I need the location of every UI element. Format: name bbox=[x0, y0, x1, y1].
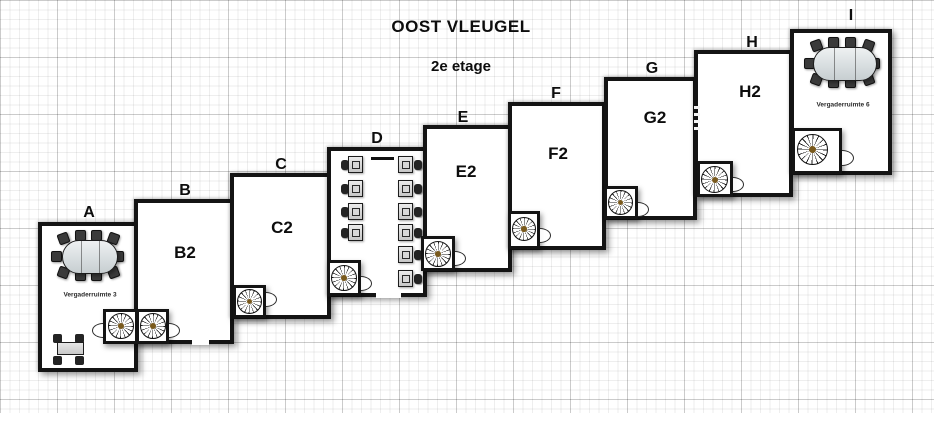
room-number-f2: F2 bbox=[548, 144, 568, 163]
spiral-stair-icon bbox=[512, 217, 536, 241]
desk-with-chair bbox=[398, 203, 413, 220]
desk-with-chair bbox=[348, 180, 363, 197]
desk-with-chair bbox=[348, 203, 363, 220]
chair bbox=[53, 356, 62, 365]
desk-with-chair bbox=[348, 156, 363, 173]
room-label-c: C bbox=[275, 156, 287, 173]
door-gap bbox=[192, 339, 209, 345]
spiral-stair-icon bbox=[108, 313, 134, 339]
desk-with-chair bbox=[398, 156, 413, 173]
spiral-stair-icon bbox=[237, 289, 262, 314]
small-table bbox=[57, 342, 84, 355]
desk-with-chair bbox=[398, 270, 413, 287]
spiral-stair-icon bbox=[425, 241, 451, 267]
bottom-margin bbox=[0, 413, 934, 427]
plan-title: OOST VLEUGEL bbox=[391, 17, 531, 36]
stair-enclosure-f bbox=[508, 211, 540, 249]
spiral-stair-icon bbox=[701, 166, 728, 193]
conference-table bbox=[813, 47, 877, 81]
chair bbox=[341, 160, 349, 170]
room-h bbox=[694, 50, 793, 197]
spiral-stair-icon bbox=[331, 265, 357, 291]
room-label-b: B bbox=[179, 182, 191, 199]
stair-enclosure-c bbox=[233, 285, 266, 318]
room-a-caption: Vergaderruimte 3 bbox=[63, 291, 117, 299]
chair bbox=[414, 207, 422, 217]
desk-with-chair bbox=[348, 224, 363, 241]
room-label-a: A bbox=[83, 204, 95, 221]
wall-opening-dashes bbox=[694, 106, 700, 133]
chair bbox=[53, 334, 62, 343]
room-i-caption: Vergaderruimte 6 bbox=[816, 101, 870, 109]
room-label-g: G bbox=[645, 60, 659, 77]
stair-enclosure-d bbox=[327, 260, 361, 296]
desk-with-chair bbox=[398, 180, 413, 197]
stair-enclosure-ab bbox=[103, 309, 169, 344]
stair-enclosure-e bbox=[421, 236, 455, 271]
room-label-i: I bbox=[848, 7, 854, 24]
chair bbox=[414, 228, 422, 238]
chair bbox=[51, 251, 62, 262]
stair-enclosure-i bbox=[792, 128, 842, 174]
stair-enclosure-g bbox=[604, 186, 638, 219]
spiral-stair-icon bbox=[140, 313, 166, 339]
room-label-h: H bbox=[746, 34, 758, 51]
spiral-stair-icon bbox=[797, 134, 828, 165]
chair bbox=[341, 207, 349, 217]
chair bbox=[414, 160, 422, 170]
room-number-h2: H2 bbox=[739, 82, 761, 101]
room-label-d: D bbox=[371, 130, 383, 147]
room-label-f: F bbox=[551, 85, 561, 102]
room-number-g2: G2 bbox=[643, 108, 667, 127]
room-number-e2: E2 bbox=[455, 162, 477, 181]
stair-enclosure-h bbox=[697, 161, 733, 197]
wall-divider bbox=[135, 312, 139, 341]
desk-with-chair bbox=[398, 224, 413, 241]
desk-with-chair bbox=[398, 246, 413, 263]
chair bbox=[341, 228, 349, 238]
chair bbox=[414, 274, 422, 284]
door-gap bbox=[376, 292, 401, 298]
chair bbox=[75, 334, 84, 343]
chair bbox=[414, 250, 422, 260]
whiteboard-line bbox=[371, 157, 394, 160]
conference-table bbox=[62, 240, 118, 274]
room-label-e: E bbox=[457, 109, 469, 126]
chair bbox=[341, 184, 349, 194]
plan-subtitle: 2e etage bbox=[430, 58, 492, 75]
room-number-c2: C2 bbox=[271, 218, 293, 237]
spiral-stair-icon bbox=[608, 190, 633, 215]
chair bbox=[414, 184, 422, 194]
chair bbox=[75, 356, 84, 365]
room-number-b2: B2 bbox=[174, 243, 196, 262]
